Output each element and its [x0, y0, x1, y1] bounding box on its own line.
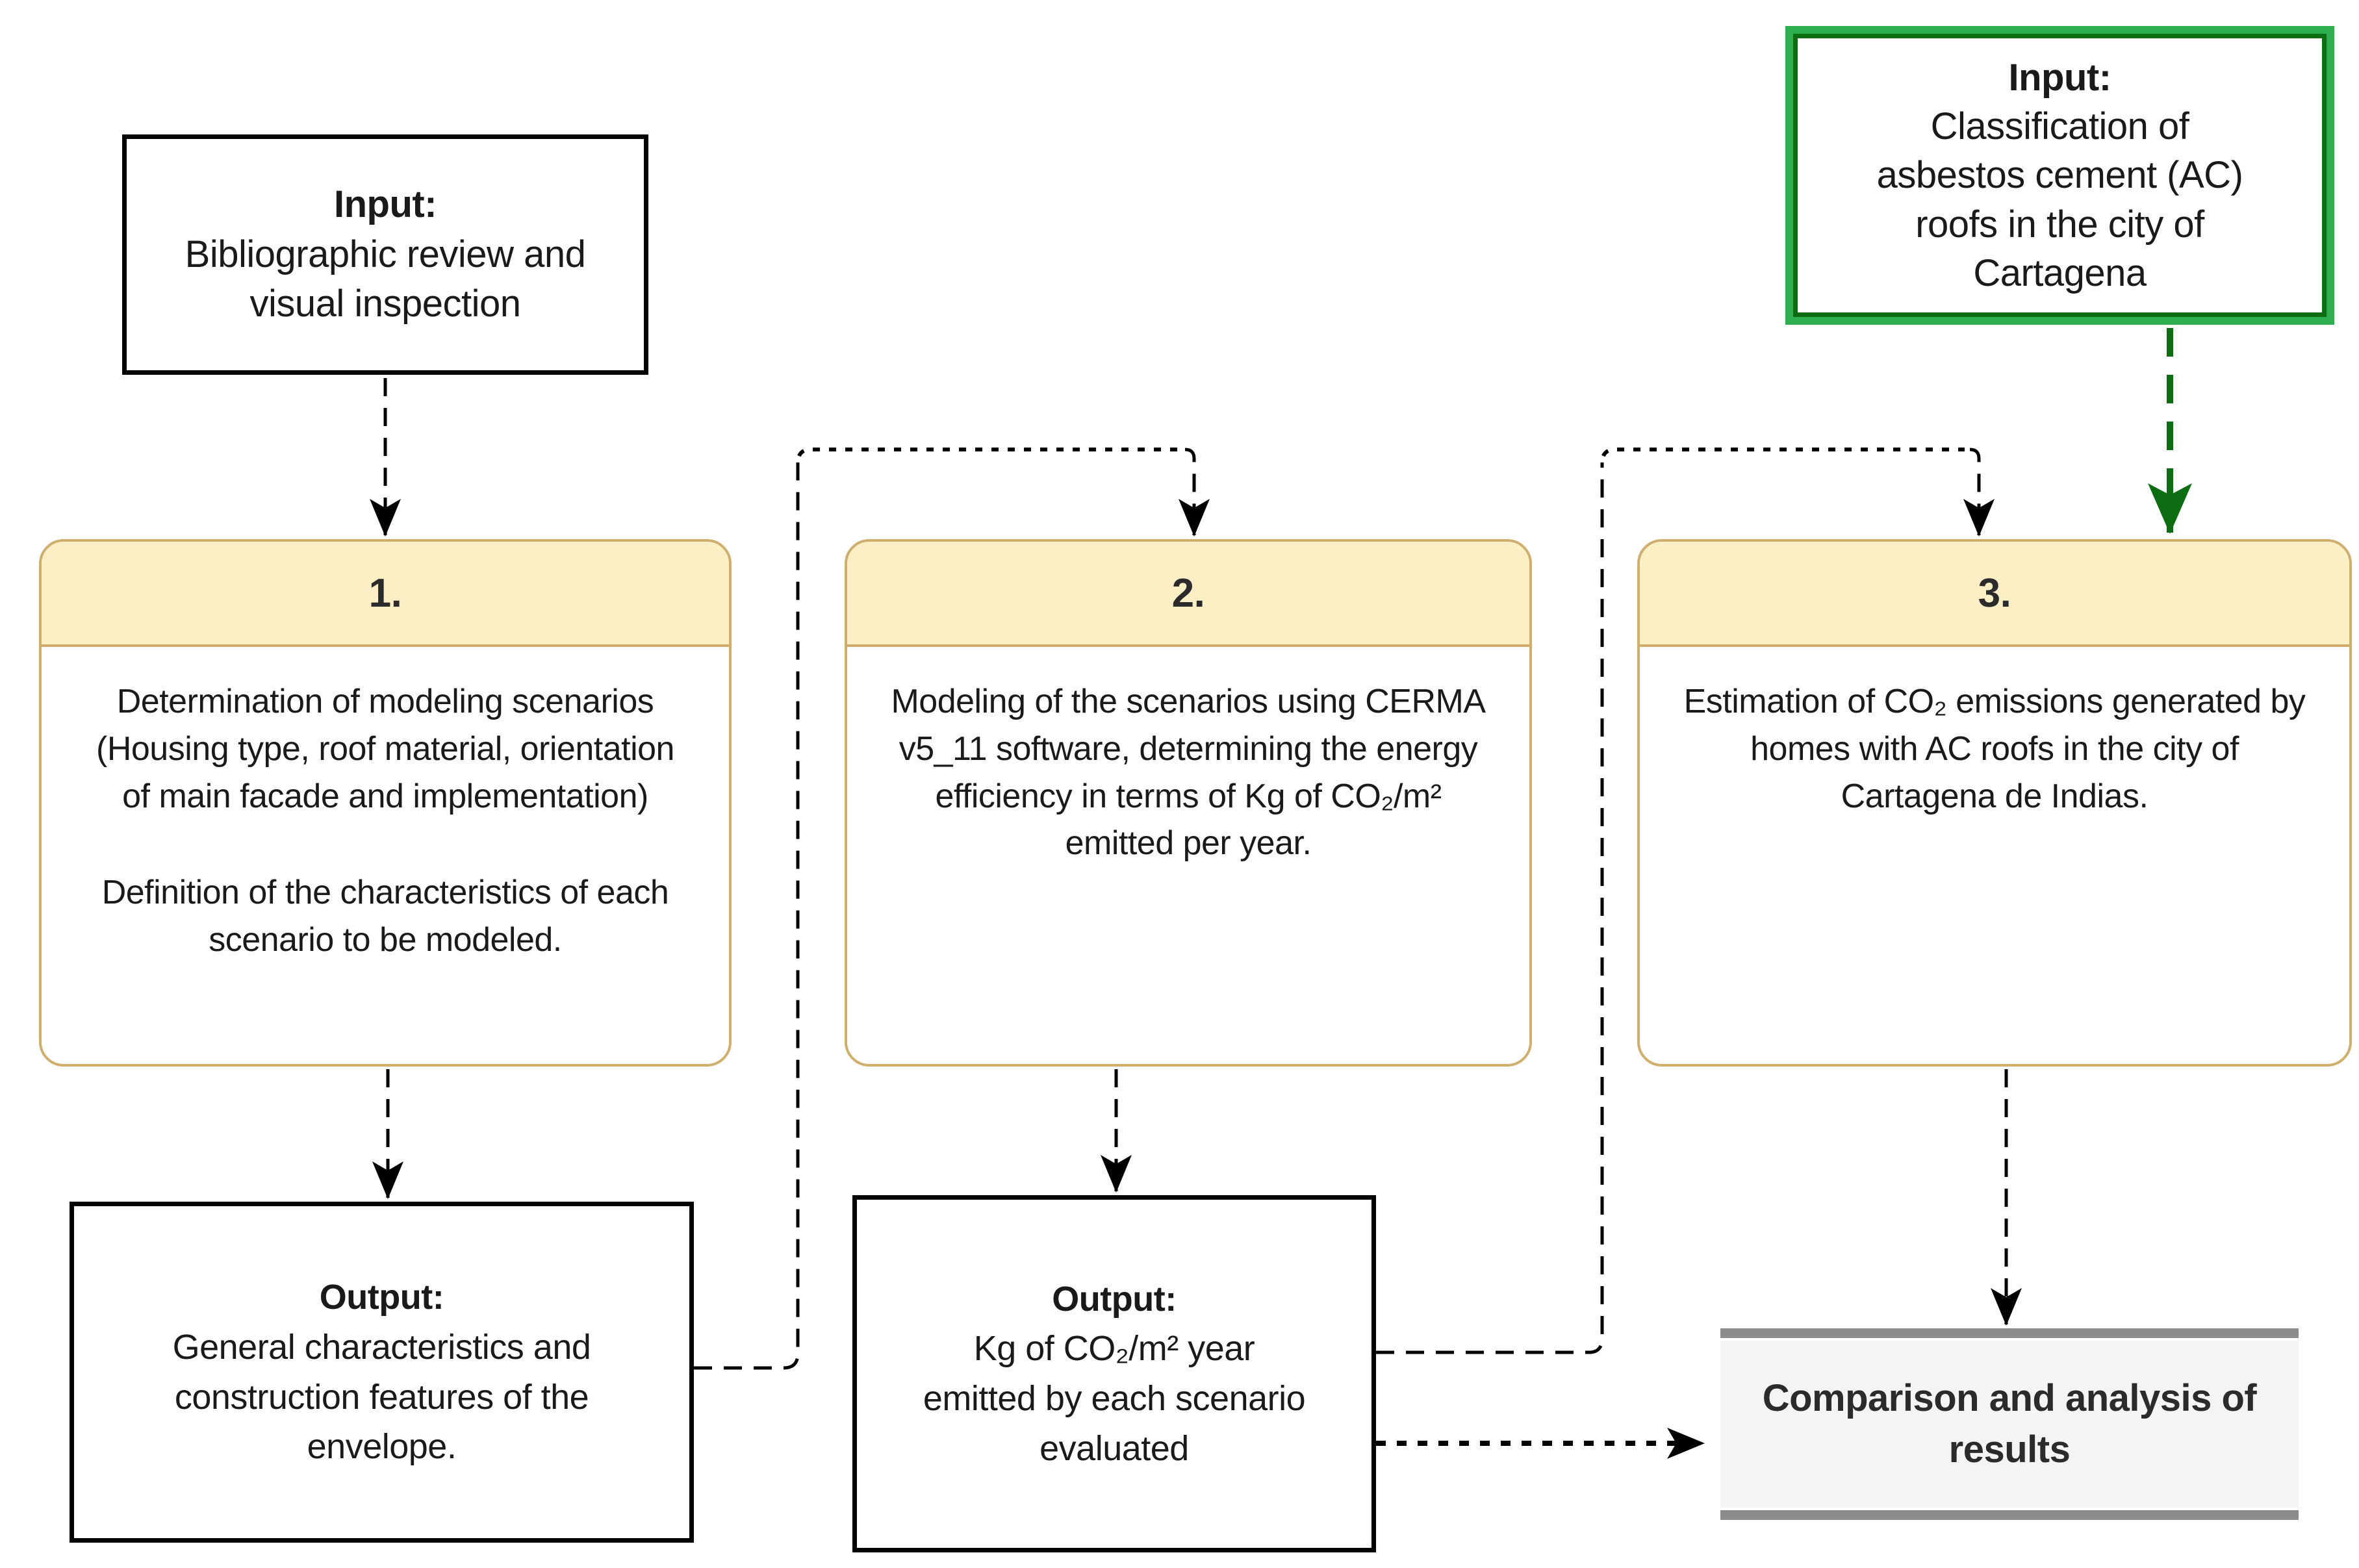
output-2-box: Output: Kg of CO₂/m² year emitted by eac… [852, 1195, 1376, 1552]
output-2-title: Output: [1052, 1279, 1177, 1319]
connector-output2-up [1376, 462, 1604, 1354]
step-2-header: 2. [847, 542, 1529, 647]
step-3-header: 3. [1640, 542, 2349, 647]
output-1-title: Output: [319, 1278, 444, 1317]
output-1-text: General characteristics and construction… [172, 1327, 591, 1467]
step-1-paragraph: Definition of the characteristics of eac… [101, 874, 669, 959]
connector-output1-top [797, 448, 1180, 457]
step-2-body: Modeling of the scenarios using CERMA v5… [847, 647, 1529, 867]
comparison-label: Comparison and analysis of results [1762, 1377, 2257, 1471]
input-bibliographic-text: Bibliographic review and visual inspecti… [185, 233, 586, 325]
connector-output1-up [694, 462, 800, 1370]
input-asbestos-title: Input: [2008, 56, 2111, 99]
input-bibliographic-title: Input: [333, 183, 437, 226]
input-asbestos-box: Input: Classification of asbestos cement… [1785, 26, 2334, 325]
step-2-box: 2. Modeling of the scenarios using CERMA… [845, 539, 1532, 1067]
input-asbestos-text: Classification of asbestos cement (AC) r… [1876, 105, 2243, 295]
step-3-box: 3. Estimation of CO₂ emissions generated… [1637, 539, 2352, 1067]
connector-output2-top [1601, 448, 1965, 457]
output-1-box: Output: General characteristics and cons… [70, 1202, 694, 1543]
output-2-text: Kg of CO₂/m² year emitted by each scenar… [923, 1329, 1306, 1468]
step-1-body: Determination of modeling scenarios (Hou… [42, 647, 729, 964]
arrow-output1-to-step2 [1179, 448, 1210, 537]
step-1-paragraph: Determination of modeling scenarios (Hou… [96, 683, 674, 815]
step-2-paragraph: Modeling of the scenarios using CERMA v5… [891, 683, 1486, 863]
arrow-output2-to-step3 [1963, 448, 1995, 537]
input-bibliographic-box: Input: Bibliographic review and visual i… [122, 134, 648, 375]
step-1-box: 1. Determination of modeling scenarios (… [39, 539, 732, 1067]
comparison-box: Comparison and analysis of results [1720, 1328, 2299, 1520]
step-3-paragraph: Estimation of CO₂ emissions generated by… [1683, 683, 2306, 815]
step-3-body: Estimation of CO₂ emissions generated by… [1640, 647, 2349, 820]
step-1-header: 1. [42, 542, 729, 647]
